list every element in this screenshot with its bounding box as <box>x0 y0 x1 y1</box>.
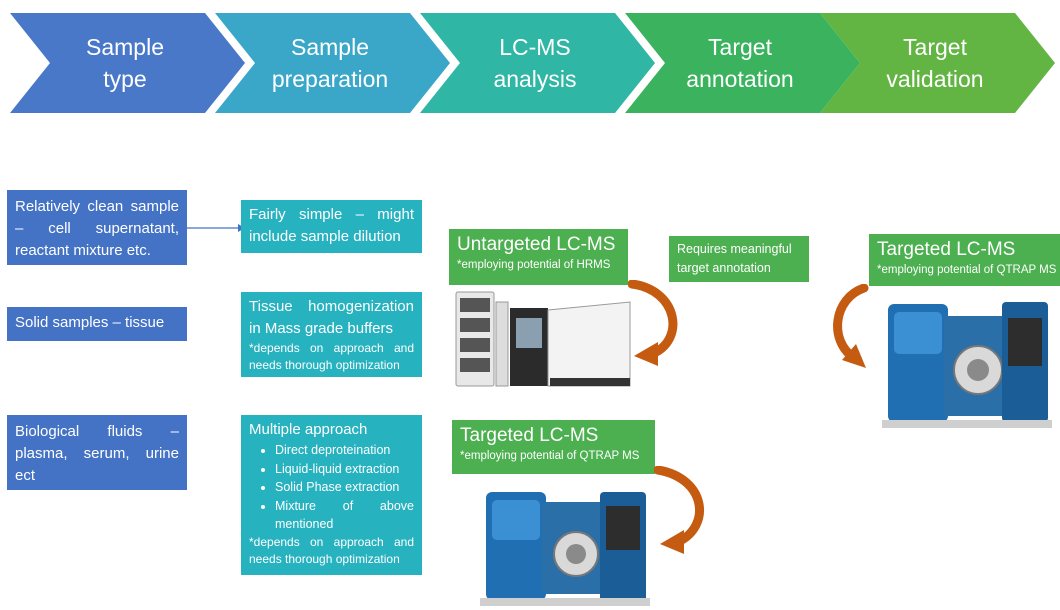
prep-box-simple: Fairly simple – might include sample dil… <box>241 200 422 253</box>
connector-arrow <box>186 224 245 232</box>
chevron-sample-type: Sample type <box>10 13 250 113</box>
label-targeted-validation: Targeted LC-MS *employing potential of Q… <box>869 234 1060 286</box>
list-item: Mixture of above mentioned <box>275 497 414 534</box>
chevron-label: LC-MS analysis <box>493 34 577 92</box>
annotation-note: Requires meaningful target annotation <box>669 236 809 282</box>
chevron-lcms-analysis: LC-MS analysis <box>420 13 660 113</box>
prep-multi-note: *depends on approach and needs thorough … <box>249 534 414 566</box>
qtrap-validation-image <box>882 302 1052 428</box>
chevron-target-validation: Target validation <box>820 13 1060 113</box>
chevron-shape <box>420 13 655 113</box>
curved-arrow-validation <box>833 284 869 368</box>
qtrap-instrument-image <box>480 492 650 606</box>
sample-box-clean: Relatively clean sample – cell supernata… <box>7 190 187 265</box>
sample-box-solid: Solid samples – tissue <box>7 307 187 341</box>
list-item: Direct deproteination <box>275 441 414 460</box>
prep-tissue-title: Tissue homogenization in Mass grade buff… <box>249 298 414 337</box>
chevron-target-annotation: Target annotation <box>625 13 865 113</box>
chevron-label: Target annotation <box>686 34 794 92</box>
list-item: Solid Phase extraction <box>275 478 414 497</box>
chevron-label: Sample preparation <box>271 34 389 92</box>
instrument-title: Targeted LC-MS <box>460 425 599 446</box>
prep-box-tissue: Tissue homogenization in Mass grade buff… <box>241 292 422 377</box>
chevron-shape <box>10 13 245 113</box>
instrument-subtitle: *employing potential of QTRAP MS <box>877 264 1057 276</box>
instrument-subtitle: *employing potential of HRMS <box>457 259 611 271</box>
prep-tissue-note: *depends on approach and needs thorough … <box>249 341 414 372</box>
instrument-title: Untargeted LC-MS <box>457 234 616 255</box>
prep-box-multiple: Multiple approach Direct deproteination … <box>241 415 422 575</box>
sample-box-fluids: Biological fluids – plasma, serum, urine… <box>7 415 187 490</box>
list-item: Liquid-liquid extraction <box>275 460 414 479</box>
chevron-shape <box>820 13 1055 113</box>
chevron-label: Target validation <box>886 34 984 92</box>
label-untargeted-lcms: Untargeted LC-MS *employing potential of… <box>449 229 628 285</box>
prep-multi-title: Multiple approach <box>249 421 368 438</box>
hrms-instrument-image <box>455 291 631 387</box>
curved-arrow-targeted <box>654 466 704 554</box>
curved-arrow-untargeted <box>628 280 678 366</box>
instrument-subtitle: *employing potential of QTRAP MS <box>460 450 640 462</box>
chevron-label: Sample type <box>86 34 164 92</box>
instrument-title: Targeted LC-MS <box>877 239 1016 260</box>
chevron-sample-preparation: Sample preparation <box>215 13 455 113</box>
prep-multi-list: Direct deproteination Liquid-liquid extr… <box>249 441 414 534</box>
chevron-shape <box>215 13 450 113</box>
chevron-shape <box>625 13 860 113</box>
label-targeted-lcms: Targeted LC-MS *employing potential of Q… <box>452 420 655 474</box>
